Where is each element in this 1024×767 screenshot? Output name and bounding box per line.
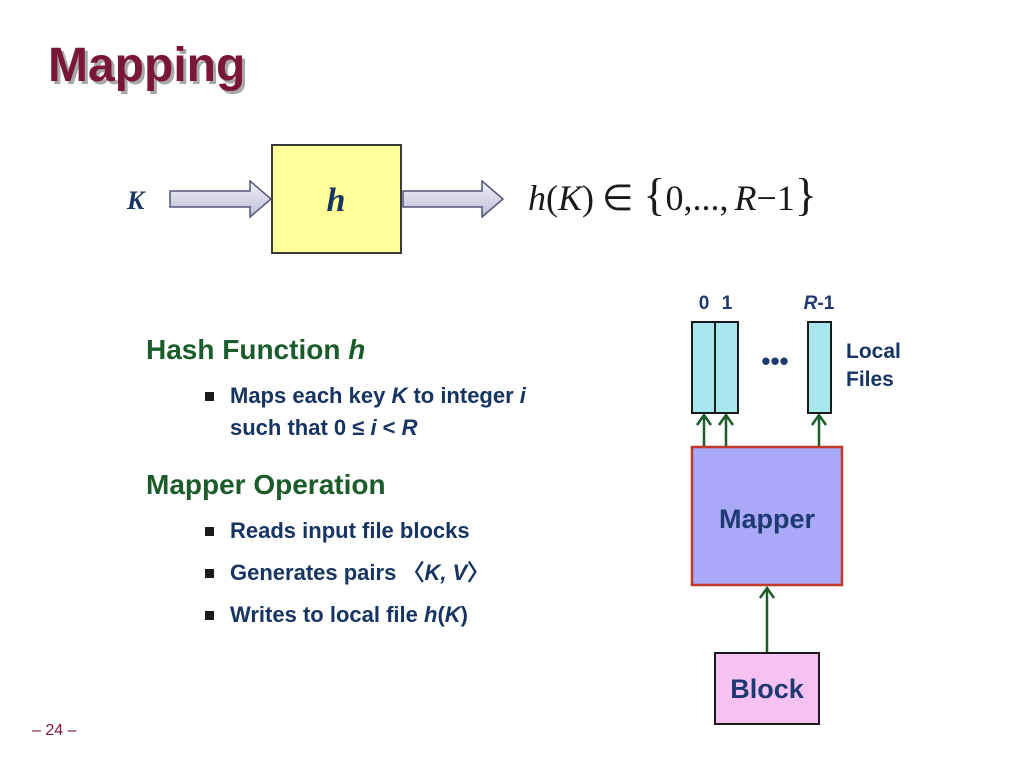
bullet-generates-pairs: Generates pairs 〈K, V〉 <box>205 557 489 589</box>
hash-function-bullets: Maps each key K to integer i such that 0… <box>205 380 526 454</box>
hash-function-box <box>271 144 402 254</box>
hash-function-label: h <box>327 182 346 219</box>
files-ellipsis: ••• <box>761 346 788 376</box>
hash-function-heading: Hash Function h <box>146 334 366 365</box>
local-file-1 <box>714 321 739 414</box>
page-number: – 24 – <box>32 722 77 739</box>
file-label-0: 0 <box>699 293 710 314</box>
local-files-label: Local Files <box>846 340 907 391</box>
file-label-r-minus-1: R-1 <box>804 293 835 314</box>
block-box <box>714 652 820 725</box>
local-file-0 <box>691 321 716 414</box>
slide-title: Mapping <box>48 39 246 92</box>
mapper-label: Mapper <box>719 504 816 534</box>
mapper-to-files-arrows <box>695 412 828 447</box>
mapper-operation-heading: Mapper Operation <box>146 469 386 500</box>
mapper-operation-bullets: Reads input file blocks Generates pairs … <box>205 515 489 641</box>
local-file-r-minus-1 <box>807 321 832 414</box>
bullet-maps-key: Maps each key K to integer i such that 0… <box>205 380 526 444</box>
input-arrow <box>169 179 273 219</box>
input-key-label: K <box>126 186 146 215</box>
output-arrow <box>402 179 505 219</box>
hash-formula: h(K)∈{0,...,R−1} <box>528 169 817 220</box>
block-label: Block <box>730 674 805 704</box>
bullet-reads-blocks: Reads input file blocks <box>205 515 489 547</box>
bullet-writes-local-file: Writes to local file h(K) <box>205 599 489 631</box>
file-label-1: 1 <box>722 293 733 314</box>
block-to-mapper-arrow <box>758 585 776 653</box>
mapper-box <box>690 445 844 587</box>
